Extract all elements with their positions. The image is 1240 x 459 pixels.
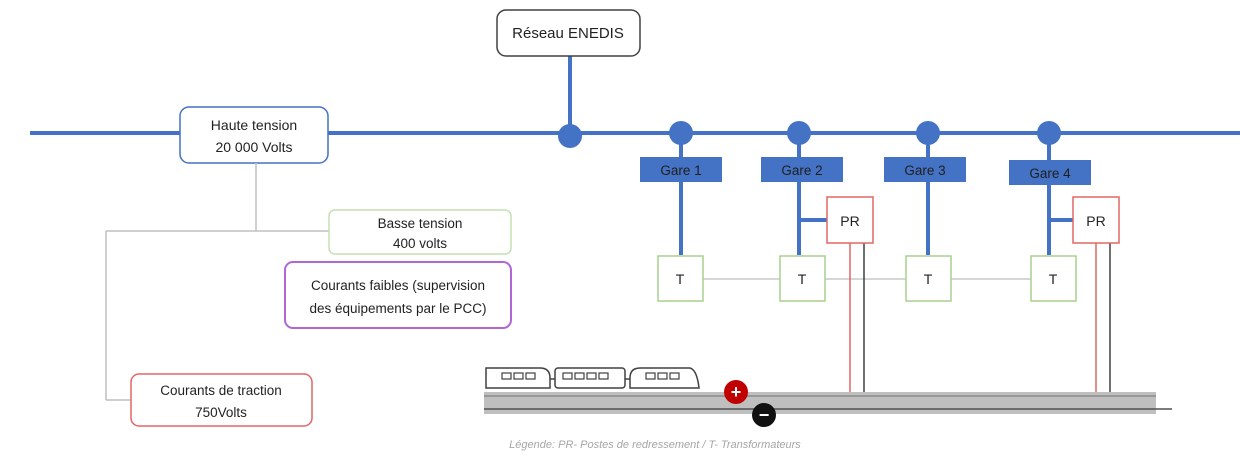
transformer-1: T [657,255,704,302]
station-2: Gare 2 [761,121,843,255]
haute-tension-line1: Haute tension [211,117,297,133]
station-4: Gare 4 [1009,121,1091,255]
plus-symbol: + [731,382,742,402]
basse-tension-line1: Basse tension [378,216,463,231]
rail-track [484,392,1172,414]
station-1-label: Gare 1 [660,163,701,178]
station-4-label: Gare 4 [1029,166,1071,181]
pr-label-station-2: PR [840,213,859,229]
minus-symbol: − [759,405,770,425]
legend-text: Légende: PR- Postes de redressement / T-… [509,439,801,451]
transformer-3-label: T [924,271,933,287]
transformer-3: T [905,255,952,302]
low-voltage-connectors [105,163,329,401]
plus-icon: + [724,380,748,404]
enedis-junction-dot [558,124,582,148]
station-2-label: Gare 2 [781,163,822,178]
transformer-2-label: T [798,271,807,287]
haute-tension-line2: 20 000 Volts [215,139,292,155]
basse-tension-line2: 400 volts [393,236,447,251]
minus-icon: − [752,403,776,427]
haute-tension-node: Haute tension 20 000 Volts [179,106,329,164]
transformer-4-label: T [1049,271,1058,287]
enedis-node: Réseau ENEDIS [496,9,641,57]
station-1: Gare 1 [640,121,722,255]
courants-traction-node: Courants de traction 750Volts [130,373,313,427]
courants-traction-line2: 750Volts [195,405,247,420]
station-3: Gare 3 [884,121,966,255]
station-3-junction-dot [916,121,940,145]
pr-label-station-4: PR [1086,213,1105,229]
station-2-junction-dot [787,121,811,145]
station-1-junction-dot [669,121,693,145]
transformer-2: T [779,255,826,302]
pr-box-station-2: PR [826,196,874,244]
train-icon [485,367,700,389]
transformer-4: T [1030,255,1077,302]
station-3-label: Gare 3 [904,163,945,178]
pr-feeders [849,243,1111,409]
courants-faibles-line2: des équipements par le PCC) [309,301,486,316]
transformer-1-label: T [676,271,685,287]
courants-traction-line1: Courants de traction [160,383,282,398]
courants-faibles-line1: Courants faibles (supervision [311,278,485,293]
pr-box-station-4: PR [1072,196,1120,244]
station-4-junction-dot [1037,121,1061,145]
basse-tension-node: Basse tension 400 volts [328,209,512,255]
courants-faibles-node: Courants faibles (supervision des équipe… [284,261,512,329]
enedis-label: Réseau ENEDIS [512,25,624,42]
